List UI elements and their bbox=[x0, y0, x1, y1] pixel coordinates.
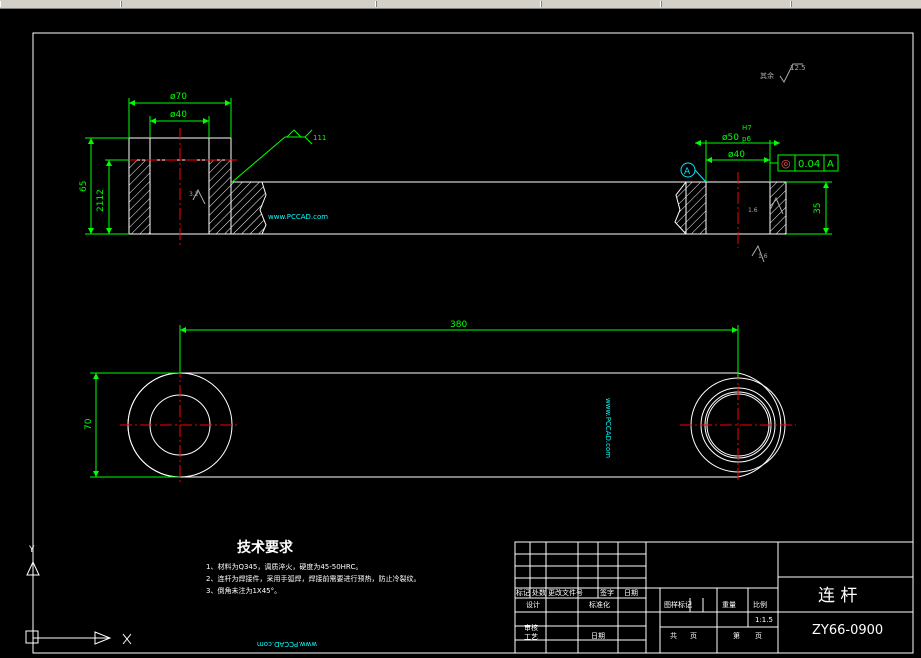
tb-sheet-word: 页 bbox=[690, 632, 697, 640]
dim-height-35: 35 bbox=[813, 203, 823, 214]
dim-right-outer: ø50 bbox=[722, 133, 739, 143]
dim-height-2112: 2112 bbox=[96, 189, 106, 212]
dim-width-70: 70 bbox=[84, 418, 94, 430]
roughness-a: 3.2 bbox=[189, 191, 199, 198]
tb-page-word: 页 bbox=[755, 632, 762, 640]
fit-upper: H7 bbox=[742, 124, 752, 132]
top-view-dimensions bbox=[85, 98, 832, 235]
left-counterbore bbox=[208, 137, 232, 161]
dim-left-inner: ø40 bbox=[170, 110, 187, 120]
right-boss-hatch bbox=[674, 181, 707, 235]
dim-right-inner: ø40 bbox=[728, 150, 745, 160]
dim-length-380: 380 bbox=[450, 320, 467, 330]
drawing-code: ZY66-0900 bbox=[812, 623, 883, 638]
tb-date: 日期 bbox=[624, 589, 638, 597]
weld-hatch bbox=[230, 181, 267, 235]
toolbar-segment[interactable] bbox=[790, 1, 921, 7]
tb-scale-value: 1:1.5 bbox=[755, 616, 773, 624]
front-view-dimensions bbox=[90, 325, 739, 478]
title-block bbox=[514, 541, 914, 654]
left-boss-hatch bbox=[208, 159, 232, 235]
tb-page: 第 bbox=[733, 631, 740, 640]
top-view-dim-text: ø70 ø40 65 2112 ø50 H7 p6 ø40 35 bbox=[79, 92, 823, 214]
surface-note: 其余 bbox=[760, 71, 774, 80]
tolerance-frame: ◎ 0.04 A bbox=[770, 154, 839, 172]
tb-review: 审核 bbox=[524, 623, 538, 632]
watermark-bottom: www.PCCAD.com bbox=[257, 640, 317, 648]
tb-weight: 重量 bbox=[722, 601, 736, 609]
tech-note-3: 3、倒角未注为1X45°。 bbox=[206, 586, 281, 595]
tb-mark: 标记 bbox=[516, 588, 530, 597]
tb-total: 共 bbox=[670, 631, 677, 640]
toolbar-segment[interactable] bbox=[120, 1, 377, 7]
watermark-front: www.PCCAD.com bbox=[604, 398, 612, 458]
window-top-bar bbox=[0, 0, 921, 9]
toolbar-segment[interactable] bbox=[540, 1, 662, 7]
datum-a: A bbox=[680, 162, 707, 183]
fit-lower: p6 bbox=[742, 135, 751, 143]
tb-ratio: 比例 bbox=[753, 600, 767, 609]
ucs-icon[interactable]: Y bbox=[25, 545, 132, 645]
toolbar-segment[interactable] bbox=[660, 1, 792, 7]
tolerance-datum: A bbox=[827, 159, 834, 170]
front-view-centerlines bbox=[120, 365, 796, 485]
part-title: 连 杆 bbox=[818, 586, 857, 606]
ucs-y-label: Y bbox=[28, 545, 35, 555]
tb-change-doc: 更改文件号 bbox=[548, 588, 583, 597]
watermark-top: www.PCCAD.com bbox=[268, 213, 328, 221]
tb-process: 工艺 bbox=[524, 633, 538, 641]
top-view bbox=[105, 128, 787, 248]
dim-left-outer: ø70 bbox=[170, 92, 187, 102]
weld-symbol: 111 bbox=[286, 129, 326, 145]
left-boss-hatch bbox=[128, 159, 151, 235]
tolerance-value: 0.04 bbox=[798, 159, 820, 170]
left-counterbore bbox=[128, 137, 151, 161]
toolbar-segment[interactable] bbox=[0, 1, 122, 7]
tb-standardize: 标准化 bbox=[589, 600, 610, 609]
tech-note-1: 1、材料为Q345，调质淬火，硬度为45-50HRC。 bbox=[206, 562, 362, 571]
drawing-border bbox=[32, 32, 914, 654]
weld-process: 111 bbox=[313, 134, 326, 142]
tb-date2: 日期 bbox=[591, 632, 605, 640]
roughness-c: 1.6 bbox=[758, 253, 768, 260]
roughness-general: 12.5 bbox=[790, 64, 806, 72]
datum-label: A bbox=[684, 167, 691, 177]
right-boss-hatch bbox=[769, 181, 787, 235]
toolbar-segment[interactable] bbox=[375, 1, 542, 7]
tb-stage-mark: 图样标记 bbox=[664, 600, 692, 609]
tb-count: 处数 bbox=[532, 588, 546, 597]
tech-req-title: 技术要求 bbox=[237, 539, 294, 556]
roughness-marks: 12.5 其余 3.2 1.6 1.6 bbox=[189, 63, 806, 263]
tb-design: 设计 bbox=[526, 600, 540, 609]
roughness-b: 1.6 bbox=[748, 207, 758, 214]
tb-sign: 签字 bbox=[600, 588, 614, 597]
tolerance-symbol: ◎ bbox=[781, 157, 791, 170]
dim-height-65: 65 bbox=[79, 181, 89, 192]
title-block-text: 标记 处数 更改文件号 签字 日期 设计 标准化 图样标记 重量 比例 审核 工… bbox=[516, 588, 773, 641]
tech-note-2: 2、连杆为焊接件，采用手弧焊，焊接前需要进行预热，防止冷裂纹。 bbox=[206, 574, 420, 583]
rod-outline bbox=[230, 181, 687, 235]
